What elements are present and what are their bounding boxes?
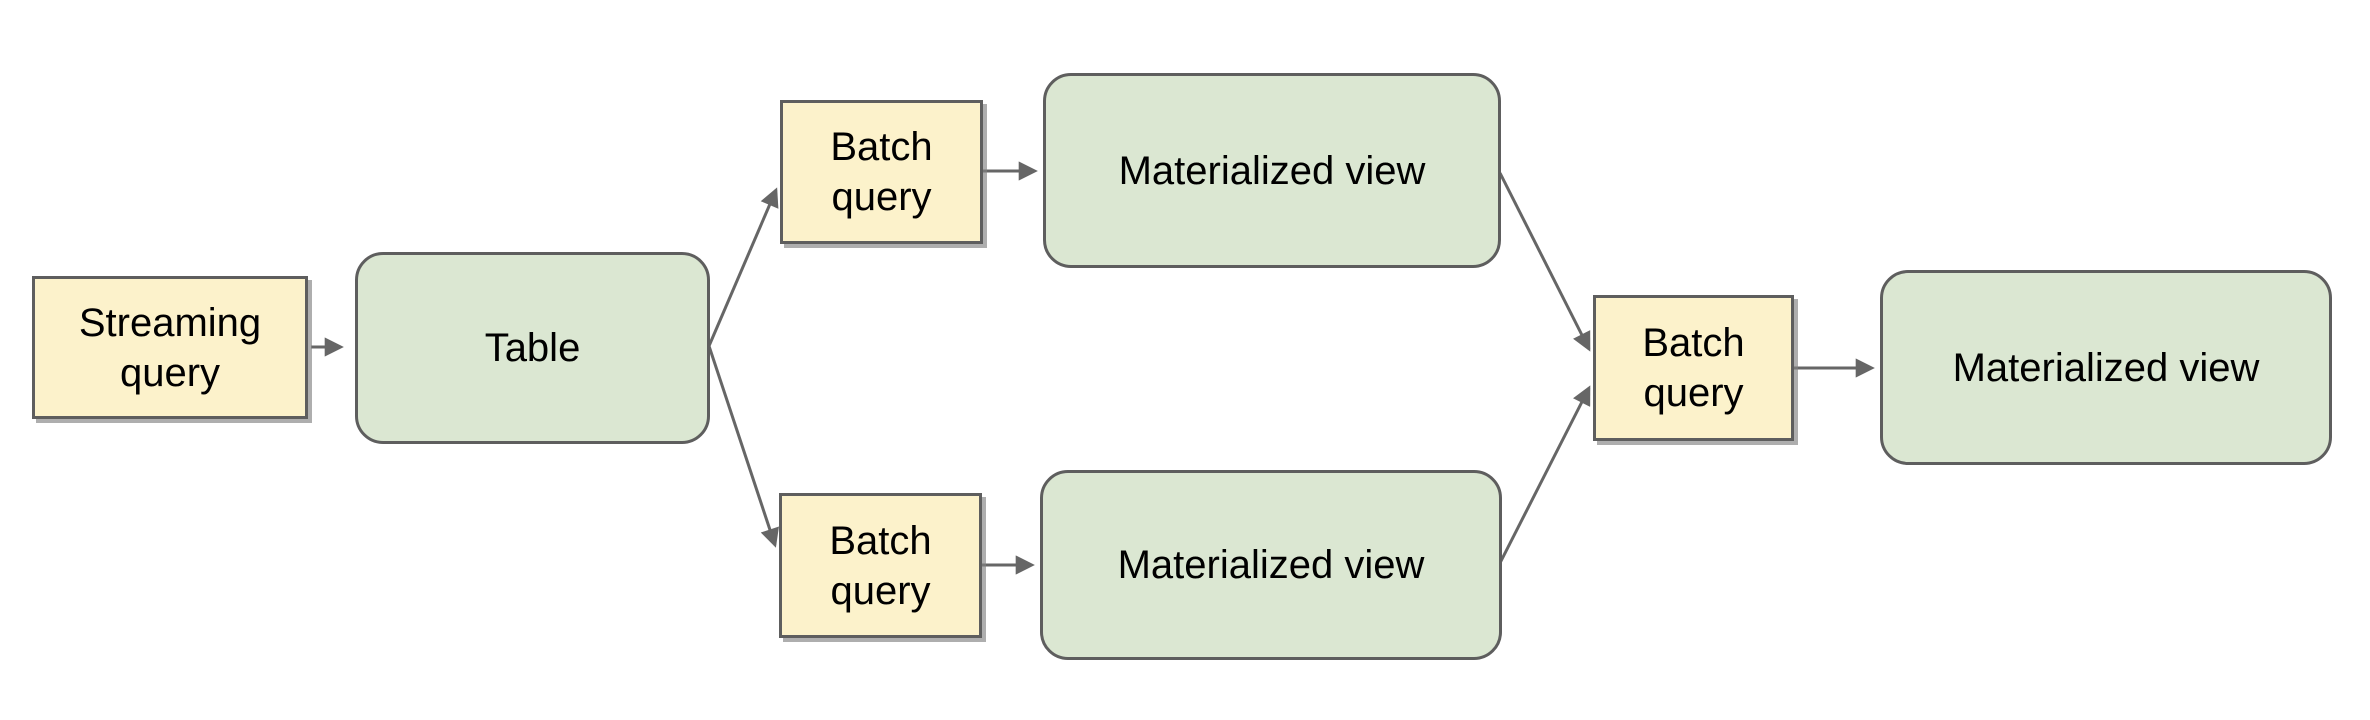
- edge-mv-top-to-batch-query-join: [1498, 172, 1591, 352]
- node-table-label: Table: [484, 326, 581, 370]
- edge-mv-bottom-to-batch-query-join: [1498, 385, 1591, 564]
- node-streaming-query: Streaming query: [32, 276, 308, 419]
- node-streaming-query-label: Streaming query: [78, 300, 262, 395]
- node-materialized-view-bottom-label: Materialized view: [1117, 543, 1425, 587]
- node-batch-query-top-label: Batch query: [830, 125, 933, 219]
- edge-table-to-batch-query-bottom: [707, 345, 779, 548]
- node-materialized-view-bottom: Materialized view: [1040, 470, 1502, 660]
- node-batch-query-bottom-label: Batch query: [829, 518, 932, 613]
- node-materialized-view-top-label: Materialized view: [1118, 148, 1426, 193]
- node-materialized-view-final-label: Materialized view: [1952, 345, 2260, 390]
- edge-table-to-batch-query-top: [707, 187, 779, 347]
- node-materialized-view-top: Materialized view: [1043, 73, 1501, 268]
- node-table: Table: [355, 252, 710, 444]
- node-batch-query-join-label: Batch query: [1642, 321, 1745, 415]
- node-materialized-view-final: Materialized view: [1880, 270, 2332, 465]
- node-batch-query-bottom: Batch query: [779, 493, 982, 638]
- node-batch-query-top: Batch query: [780, 100, 983, 244]
- node-batch-query-join: Batch query: [1593, 295, 1794, 441]
